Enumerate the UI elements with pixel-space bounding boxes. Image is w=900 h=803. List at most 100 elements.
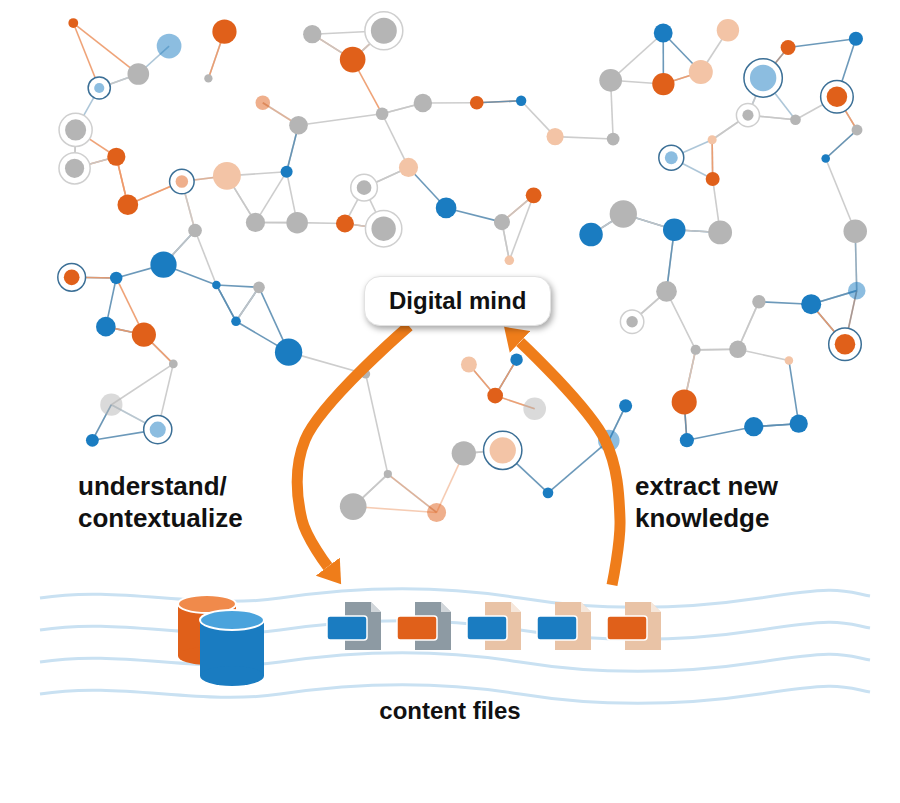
- network-link: [687, 427, 754, 440]
- network-dot: [436, 198, 457, 219]
- network-dot: [610, 200, 637, 227]
- network-dot: [691, 345, 701, 355]
- network-dot: [414, 94, 432, 112]
- network-dot: [157, 34, 182, 59]
- network-dot: [790, 415, 808, 433]
- network-dot: [281, 166, 293, 178]
- network-dot: [821, 154, 830, 163]
- network-ring: [58, 263, 86, 291]
- file-icons: [327, 602, 661, 650]
- file-icon: [397, 602, 451, 650]
- network-ring: [744, 59, 782, 97]
- network-dot: [717, 19, 739, 41]
- network-ring: [351, 174, 378, 201]
- network-ring: [59, 153, 90, 184]
- network-dot: [65, 119, 86, 140]
- network-dot: [689, 60, 713, 84]
- network-ring: [484, 431, 522, 469]
- network-link: [555, 137, 613, 139]
- network-dot: [275, 338, 302, 365]
- file-badge: [467, 616, 507, 640]
- network-dot: [827, 86, 848, 107]
- network-dot: [212, 20, 236, 44]
- network-dot: [303, 25, 321, 43]
- network-dot: [427, 503, 446, 522]
- label-box: Digital mind: [364, 276, 551, 326]
- file-fold: [511, 602, 521, 612]
- network-dot: [849, 32, 863, 46]
- network-dot: [505, 256, 515, 266]
- network-dot: [543, 488, 554, 499]
- network-ring: [144, 416, 172, 444]
- content-waves: [40, 589, 870, 704]
- network-dot: [107, 148, 125, 166]
- network-ring: [736, 104, 759, 127]
- network-ring: [829, 328, 862, 361]
- network-ring: [365, 210, 401, 246]
- file-icon: [537, 602, 591, 650]
- network-dot: [96, 317, 116, 337]
- network-link: [548, 441, 609, 493]
- network-dot: [843, 220, 866, 243]
- file-icon: [327, 602, 381, 650]
- network-link: [216, 285, 259, 287]
- network-dot: [150, 252, 176, 278]
- file-badge: [397, 616, 437, 640]
- network-dot: [490, 437, 516, 463]
- network-dot: [256, 95, 271, 110]
- network-link: [298, 114, 382, 126]
- network-dot: [494, 214, 510, 230]
- curved-arrow: [520, 342, 620, 585]
- network-dot: [371, 216, 395, 240]
- network-dot: [708, 135, 717, 144]
- network-dot: [663, 219, 686, 242]
- network-dot: [461, 357, 477, 373]
- box-label: Digital mind: [389, 287, 526, 315]
- network-dot: [579, 223, 602, 246]
- network-dot: [253, 281, 265, 293]
- network-dot: [848, 282, 866, 300]
- network-link: [826, 130, 857, 159]
- network-dot: [852, 125, 863, 136]
- network-dot: [65, 159, 84, 178]
- network-link: [195, 230, 216, 284]
- network-dot: [742, 110, 753, 121]
- network-dot: [188, 224, 202, 238]
- network-dot: [399, 158, 418, 177]
- network-dot: [523, 397, 546, 420]
- network-ring: [620, 310, 643, 333]
- network-dot: [781, 40, 796, 55]
- network-ring: [659, 145, 684, 170]
- network-dot: [169, 360, 178, 369]
- network-dot: [340, 493, 367, 520]
- network-link: [788, 39, 856, 48]
- network-ring: [170, 169, 195, 194]
- network-dot: [289, 116, 308, 135]
- file-fold: [371, 602, 381, 612]
- database-icon: [178, 595, 264, 686]
- network-dot: [371, 18, 397, 44]
- network-dot: [510, 353, 522, 365]
- curved-arrow: [297, 326, 409, 567]
- network-dot: [526, 187, 542, 203]
- network-dot: [652, 73, 674, 95]
- network-dot: [801, 294, 821, 314]
- network-dot: [336, 215, 354, 233]
- network-dot: [626, 316, 637, 327]
- network-dot: [86, 434, 99, 447]
- network-dot: [357, 180, 372, 195]
- file-fold: [441, 602, 451, 612]
- network-ring: [821, 80, 854, 113]
- network-dot: [607, 133, 620, 146]
- file-fold: [581, 602, 591, 612]
- network-ring: [365, 12, 403, 50]
- content-band: content files: [40, 585, 860, 725]
- network-dot: [340, 47, 366, 73]
- network-dot: [516, 96, 526, 106]
- network-dot: [100, 394, 122, 416]
- network-link: [236, 287, 259, 321]
- network-dot: [384, 470, 392, 478]
- network-link: [216, 285, 236, 321]
